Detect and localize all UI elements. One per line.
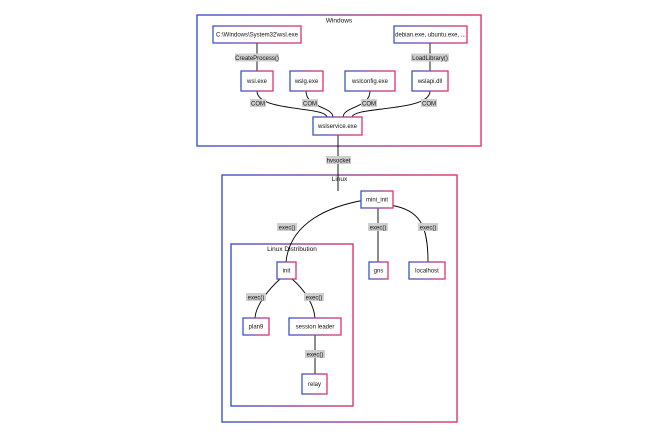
group-distribution-title: Linux Distribution [267,246,317,253]
edge-label-exec-gns: exec() [368,223,388,231]
node-wsl-path: C:\Windows\System32\wsl.exe [212,25,302,44]
svg-text:exec(): exec() [307,352,324,358]
edges [254,43,431,374]
edge-label-exec-session: exec() [304,293,324,301]
svg-text:COM: COM [303,101,317,107]
edge-label-com-wslconfig: COM [361,99,377,107]
svg-text:C:\Windows\System32\wsl.exe: C:\Windows\System32\wsl.exe [216,33,299,39]
svg-text:CreateProcess(): CreateProcess() [235,56,279,62]
svg-text:localhost: localhost [415,269,439,275]
svg-text:exec(): exec() [420,225,437,231]
edge-label-createprocess: CreateProcess() [235,53,279,62]
node-wsl-exe: wsl.exe [240,70,274,92]
edge-label-exec-localhost: exec() [418,223,438,231]
node-localhost: localhost [408,261,446,280]
node-session-leader: session leader [288,317,342,336]
group-linux-distribution: Linux Distribution [230,243,354,407]
edge-label-com-wslg: COM [302,99,318,107]
group-windows: Windows [196,14,482,147]
svg-text:wsl.exe: wsl.exe [246,79,268,85]
svg-text:wslg.exe: wslg.exe [294,79,319,85]
edge-miniinit-localhost [389,204,429,263]
edge-miniinit-init [285,199,366,263]
svg-text:wslapi.dll: wslapi.dll [417,79,442,85]
svg-text:session leader: session leader [296,325,335,331]
edge-label-exec-init: exec() [277,223,297,231]
group-windows-title: Windows [326,18,353,25]
svg-text:wslconfig.exe: wslconfig.exe [351,79,389,85]
group-linux-title: Linux [332,176,348,183]
svg-text:hvsocket: hvsocket [327,158,351,164]
svg-text:COM: COM [362,101,376,107]
node-plan9: plan9 [242,317,270,336]
edge-labels: CreateProcess() LoadLibrary() COM COM CO… [235,53,449,358]
node-distro-exes: debian.exe, ubuntu.exe, ... [393,25,468,44]
nodes: C:\Windows\System32\wsl.exe debian.exe, … [212,25,468,395]
svg-text:COM: COM [422,101,436,107]
edge-label-com-wslapi: COM [421,99,437,107]
edge-wslapi-wslservice [351,90,431,118]
group-linux: Linux [221,174,458,423]
svg-text:COM: COM [251,101,265,107]
svg-text:exec(): exec() [370,225,387,231]
edge-label-loadlibrary: LoadLibrary() [411,53,449,62]
edge-label-exec-relay: exec() [305,350,325,358]
svg-text:LoadLibrary(): LoadLibrary() [412,56,448,62]
node-relay: relay [301,373,328,395]
node-wslapi-dll: wslapi.dll [411,70,449,92]
edge-label-hvsocket: hvsocket [326,156,351,164]
edge-label-com-wslexe: COM [250,99,266,107]
edge-label-exec-plan9: exec() [246,293,266,301]
svg-text:init: init [283,269,291,275]
node-wslg-exe: wslg.exe [289,70,324,92]
node-mini-init: mini_init [360,190,394,209]
svg-text:mini_init: mini_init [366,198,388,204]
node-wslservice-exe: wslservice.exe [312,116,363,136]
edge-wslg-wslservice [305,90,334,118]
svg-text:gns: gns [374,269,384,275]
svg-text:exec(): exec() [306,295,323,301]
svg-text:plan9: plan9 [249,325,264,331]
edge-wslexe-wslservice [256,90,328,118]
svg-text:wslservice.exe: wslservice.exe [317,124,358,130]
node-wslconfig-exe: wslconfig.exe [344,70,396,92]
svg-text:exec(): exec() [279,225,296,231]
edge-wslconfig-wslservice [342,90,371,118]
svg-text:relay: relay [308,382,321,388]
node-gns: gns [368,261,389,280]
svg-text:debian.exe, ubuntu.exe, ...: debian.exe, ubuntu.exe, ... [395,33,466,39]
svg-text:exec(): exec() [248,295,265,301]
node-init: init [276,261,297,280]
